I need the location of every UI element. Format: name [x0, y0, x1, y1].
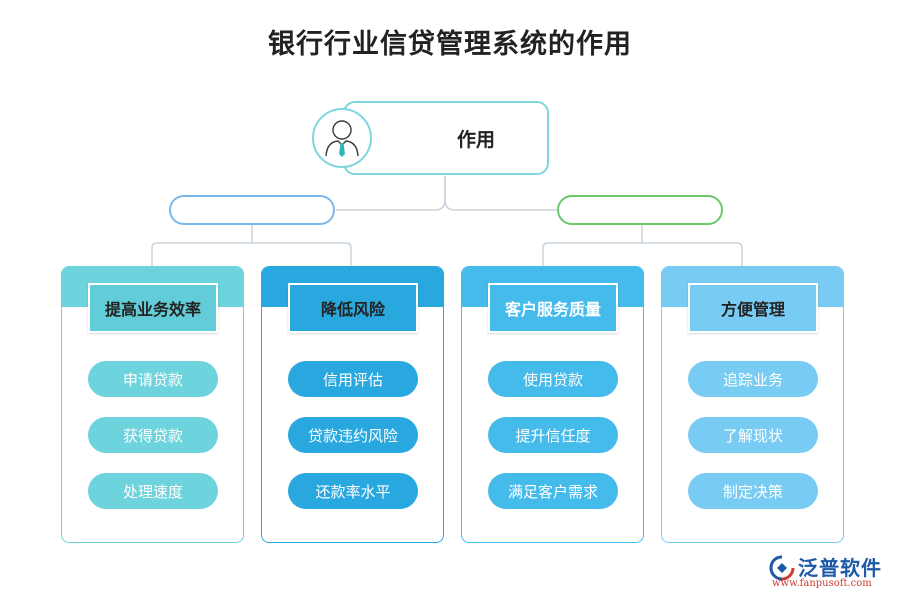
category-item: 信用评估: [288, 361, 418, 397]
connector-right-branch: [542, 242, 743, 266]
person-with-tie-icon: [312, 108, 372, 168]
connector-root-right: [444, 176, 557, 211]
mid-pill-left: [169, 195, 335, 225]
category-item: 了解现状: [688, 417, 818, 453]
category-heading: 客户服务质量: [488, 283, 618, 333]
category-item: 满足客户需求: [488, 473, 618, 509]
brand-watermark: 泛普软件 www.fanpusoft.com: [768, 552, 893, 592]
category-heading: 提高业务效率: [88, 283, 218, 333]
category-item: 提升信任度: [488, 417, 618, 453]
mid-pill-right: [557, 195, 723, 225]
category-item: 制定决策: [688, 473, 818, 509]
category-card: 客户服务质量使用贷款提升信任度满足客户需求: [461, 266, 644, 543]
category-item: 申请贷款: [88, 361, 218, 397]
connector-left-branch: [151, 242, 352, 266]
fanpu-logo-icon: [769, 555, 795, 581]
connector-root-left: [336, 176, 446, 211]
category-item: 追踪业务: [688, 361, 818, 397]
brand-name: 泛普软件: [798, 556, 882, 580]
category-item: 贷款违约风险: [288, 417, 418, 453]
brand-url: www.fanpusoft.com: [772, 578, 872, 589]
category-card: 提高业务效率申请贷款获得贷款处理速度: [61, 266, 244, 543]
category-heading: 方便管理: [688, 283, 818, 333]
diagram-title: 银行行业信贷管理系统的作用: [268, 29, 632, 60]
category-item: 获得贷款: [88, 417, 218, 453]
root-label: 作用: [456, 128, 495, 151]
category-card: 降低风险信用评估贷款违约风险还款率水平: [261, 266, 444, 543]
category-item: 使用贷款: [488, 361, 618, 397]
category-item: 还款率水平: [288, 473, 418, 509]
root-node: 作用: [343, 101, 549, 175]
category-item: 处理速度: [88, 473, 218, 509]
category-heading: 降低风险: [288, 283, 418, 333]
category-card: 方便管理追踪业务了解现状制定决策: [661, 266, 844, 543]
